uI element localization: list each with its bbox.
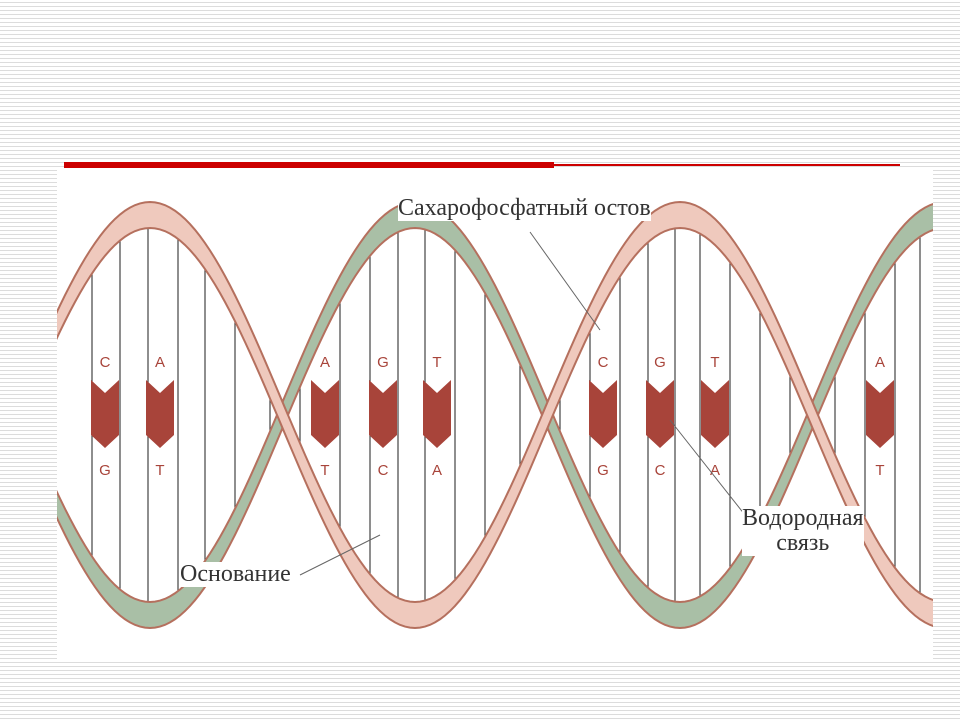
base-letter-top: T bbox=[432, 354, 441, 371]
base-letter-bottom: T bbox=[875, 462, 884, 479]
hydrogen-bond-icon bbox=[589, 380, 617, 448]
backbone-label: Сахарофосфатный остов bbox=[398, 195, 651, 222]
sugar-phosphate-strand-pink bbox=[57, 200, 933, 630]
hydrogen-bond-icon bbox=[646, 380, 674, 448]
hydrogen-bond-icon bbox=[311, 380, 339, 448]
base-letter-bottom: T bbox=[320, 462, 329, 479]
hydrogen-bond-icon bbox=[91, 380, 119, 448]
title-rule-thick bbox=[64, 162, 554, 168]
base-letter-bottom: C bbox=[655, 462, 666, 479]
hydrogen-bond-icon bbox=[423, 380, 451, 448]
hydrogen-bond-icon bbox=[146, 380, 174, 448]
base-letter-bottom: G bbox=[99, 462, 111, 479]
hydrogen-bond-label-line2: связь bbox=[776, 530, 830, 557]
sugar-phosphate-strand-green bbox=[57, 200, 933, 630]
base-letter-bottom: A bbox=[432, 462, 442, 479]
base-letter-top: G bbox=[377, 354, 389, 371]
base-leader-line bbox=[299, 534, 381, 576]
base-letter-top: A bbox=[320, 354, 330, 371]
hydrogen-bond-icon bbox=[369, 380, 397, 448]
base-letter-top: A bbox=[875, 354, 885, 371]
base-label: Основание bbox=[180, 561, 291, 588]
hydrogen-bond-label-line1: Водородная bbox=[742, 505, 864, 531]
base-letter-bottom: T bbox=[155, 462, 164, 479]
hydrogen-bond-icon bbox=[701, 380, 729, 448]
base-letter-top: C bbox=[100, 354, 111, 371]
hbond-leader-line bbox=[669, 419, 746, 516]
base-letter-top: C bbox=[598, 354, 609, 371]
hydrogen-bond-icon bbox=[866, 380, 894, 448]
base-letter-bottom: C bbox=[378, 462, 389, 479]
base-letter-bottom: A bbox=[710, 462, 720, 479]
title-rule-thin bbox=[553, 164, 900, 166]
base-letter-top: A bbox=[155, 354, 165, 371]
backbone-leader-line bbox=[529, 231, 601, 331]
base-letter-bottom: G bbox=[597, 462, 609, 479]
base-letter-top: T bbox=[710, 354, 719, 371]
base-letter-top: G bbox=[654, 354, 666, 371]
